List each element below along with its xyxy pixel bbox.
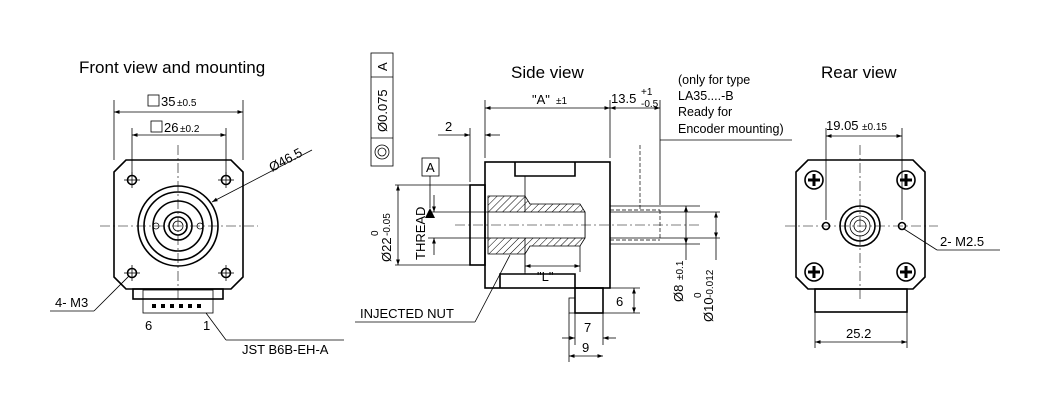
rear-dim-19-05: 19.05 [826,118,859,133]
rear-holes-label: 2- M2.5 [940,234,984,249]
side-dim-A: "A" [532,92,550,107]
encoder-note-line-4: Encoder mounting) [678,122,784,136]
side-dim-10-tol-upper: 0 [693,292,704,298]
side-dim-9: 9 [582,340,589,355]
front-dim-diameter: Ø46.5 [266,145,304,175]
front-dim-35: 35 [161,94,175,109]
connector-label: JST B6B-EH-A [242,342,329,357]
front-boss-outer [137,185,219,267]
rear-body-outline [795,159,926,290]
flatness-ref: A [375,62,390,71]
side-view: A Ø0.075 A 2 "A" [355,52,792,362]
front-dim-26-tol: ±0.2 [180,124,200,135]
side-dim-A-tol: ±1 [556,96,567,107]
front-view: 6 1 JST B6B-EH-A 35 [50,94,344,357]
front-body-outline [113,159,244,290]
side-dim-10-tol-lower: -0.012 [705,269,716,298]
front-holes-label: 4- M3 [55,295,88,310]
connector-pin-6: 6 [145,318,152,333]
side-dim-10: Ø10 [701,297,716,322]
side-dim-8-tol: ±0.1 [675,260,686,280]
injected-nut-label: INJECTED NUT [360,306,454,321]
front-dim-26: 26 [164,120,178,135]
rear-dim-19-05-tol: ±0.15 [862,122,887,133]
side-dim-22-tol-lower: -0.05 [382,213,393,236]
rear-dim-25-2: 25.2 [846,326,871,341]
flatness-value: Ø0.075 [375,89,390,132]
side-dim-22: Ø22 [379,237,394,262]
side-dim-22-tol-upper: 0 [370,230,381,236]
front-mounting-holes [124,172,234,281]
side-dim-7: 7 [584,320,591,335]
connector-pins [152,304,201,308]
side-dim-2: 2 [445,119,452,134]
encoder-note-line-1: (only for type [678,73,750,87]
flatness-frame [370,52,394,167]
side-dim-13-5-tol-lower: -0.5 [641,99,659,110]
front-dim-35-tol: ±0.5 [177,98,197,109]
rear-view-title: Rear view [821,63,897,82]
side-thread-label: THREAD [413,207,428,260]
side-view-title: Side view [511,63,584,82]
datum-a-box [421,157,440,177]
side-dim-6: 6 [616,294,623,309]
encoder-note-line-3: Ready for [678,105,732,119]
rear-view: 19.05 ±0.15 2- M2.5 25.2 [785,118,1000,348]
datum-a-label: A [426,160,435,175]
front-view-title: Front view and mounting [79,58,265,77]
side-dim-13-5: 13.5 [611,91,636,106]
connector-pin-1: 1 [203,318,210,333]
side-dim-8: Ø8 [671,285,686,302]
side-dim-13-5-tol-upper: +1 [641,87,653,98]
side-dim-L: "L" [537,269,554,284]
encoder-note-line-2: LA35....-B [678,89,734,103]
